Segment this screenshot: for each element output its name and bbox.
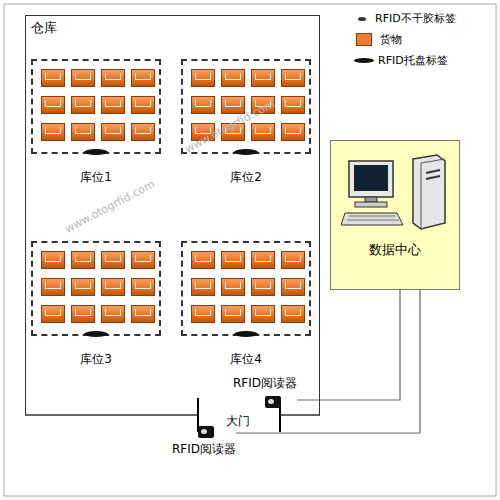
cargo-box — [131, 251, 155, 269]
cargo-box — [131, 123, 155, 141]
cargo-box — [71, 96, 95, 114]
pallet-tag — [234, 149, 258, 155]
legend: RFID不干胶标签货物 RFID托盘标签 — [352, 8, 456, 71]
reader-label: RFID阅读器 — [172, 441, 236, 458]
legend-sample — [358, 17, 366, 21]
cargo-box — [191, 305, 215, 323]
cargo-box — [191, 69, 215, 87]
cargo-box — [191, 96, 215, 114]
cargo-box — [131, 96, 155, 114]
cargo-box — [221, 278, 245, 296]
cargo-box — [41, 251, 65, 269]
legend-text: RFID不干胶标签 — [375, 11, 456, 26]
cargo-box — [71, 123, 95, 141]
cargo-box — [281, 123, 305, 141]
cargo-box — [71, 69, 95, 87]
cargo-box — [71, 251, 95, 269]
cargo-box — [251, 305, 275, 323]
cargo-box — [101, 69, 125, 87]
cargo-box — [191, 278, 215, 296]
legend-sample — [354, 58, 374, 63]
cargo-box — [41, 96, 65, 114]
warehouse-title: 仓库 — [31, 19, 57, 37]
cargo-box — [41, 305, 65, 323]
cargo-box — [101, 278, 125, 296]
network-cable — [297, 290, 400, 400]
reader-icon — [265, 396, 281, 408]
legend-text: RFID托盘标签 — [378, 53, 448, 68]
wall — [25, 414, 198, 416]
zone-label: 库位3 — [33, 351, 159, 368]
cargo-box — [41, 123, 65, 141]
cargo-box — [251, 278, 275, 296]
cargo-box — [281, 305, 305, 323]
reader-label: RFID阅读器 — [233, 375, 297, 392]
frame — [4, 4, 496, 496]
cargo-box — [191, 251, 215, 269]
cargo-box — [41, 69, 65, 87]
reader-window — [201, 429, 207, 434]
cargo-box — [41, 278, 65, 296]
cargo-box — [221, 96, 245, 114]
zone-label: 库位4 — [183, 351, 309, 368]
cargo-box — [71, 305, 95, 323]
cargo-box — [131, 69, 155, 87]
zone-label: 库位2 — [183, 169, 309, 186]
pallet-tag — [84, 149, 108, 155]
cargo-box — [251, 123, 275, 141]
door-label: 大门 — [226, 413, 250, 430]
data-center-box: 数据中心 — [330, 140, 460, 290]
data-center-label: 数据中心 — [331, 241, 459, 259]
cargo-box — [221, 305, 245, 323]
cargo-box — [131, 305, 155, 323]
legend-row: RFID不干胶标签 — [352, 8, 456, 29]
cargo-box — [101, 305, 125, 323]
rfid-reader: RFID阅读器 — [172, 426, 236, 458]
reader-icon — [198, 426, 214, 438]
legend-row: 货物 — [352, 29, 456, 50]
storage-zone: 库位3 — [31, 241, 161, 336]
legend-text: 货物 — [380, 32, 402, 47]
cargo-box — [131, 278, 155, 296]
storage-zone: 库位1 — [31, 59, 161, 154]
reader-window — [268, 399, 274, 404]
storage-zone: 库位4 — [181, 241, 311, 336]
legend-row: RFID托盘标签 — [352, 50, 456, 71]
cargo-box — [281, 278, 305, 296]
computer-icon — [341, 153, 451, 233]
cargo-box — [251, 251, 275, 269]
rfid-reader: RFID阅读器 — [233, 375, 297, 408]
warehouse-box: 仓库库位1库位2库位3库位4RFID阅读器 — [25, 15, 320, 415]
cargo-box — [221, 251, 245, 269]
cargo-box — [71, 278, 95, 296]
cargo-box — [101, 96, 125, 114]
cargo-box — [281, 69, 305, 87]
pallet-tag — [234, 331, 258, 337]
cargo-box — [281, 96, 305, 114]
cargo-box — [281, 251, 305, 269]
network-cable — [236, 290, 420, 433]
watermark: www.otogrfid.com — [63, 177, 157, 235]
wall — [280, 414, 320, 416]
cargo-box — [221, 69, 245, 87]
cargo-box — [251, 69, 275, 87]
legend-sample — [356, 33, 372, 46]
cargo-box — [101, 123, 125, 141]
cargo-box — [101, 251, 125, 269]
pallet-tag — [84, 331, 108, 337]
